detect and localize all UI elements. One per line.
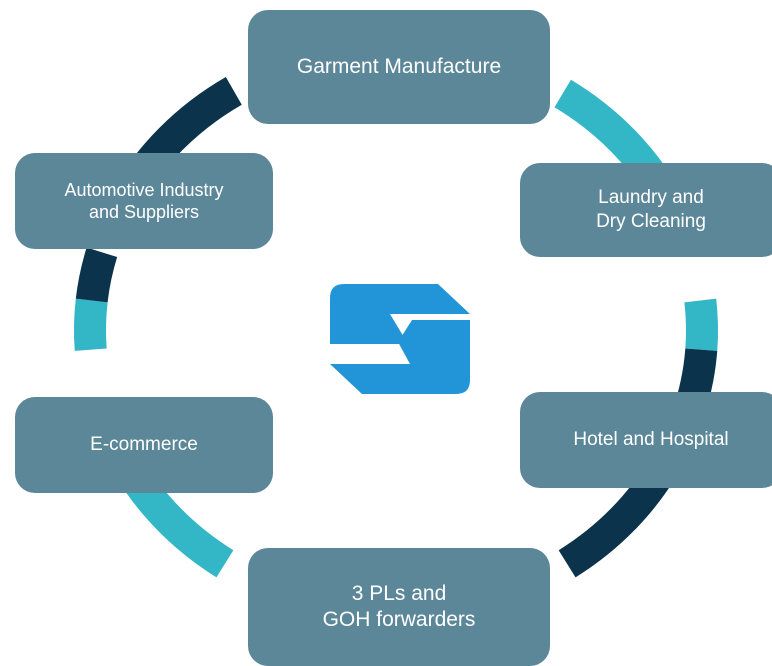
- s-logo-bottom-shape: [330, 320, 470, 394]
- node-hotel-hospital: Hotel and Hospital: [520, 392, 772, 488]
- node-3pls-goh-forwarders: 3 PLs and GOH forwarders: [248, 548, 550, 666]
- node-label-e-commerce: E-commerce: [90, 434, 198, 456]
- node-label-laundry-dry-cleaning: Laundry and Dry Cleaning: [596, 187, 706, 232]
- s-logo-icon: [330, 284, 470, 394]
- ring-segment-left-upper: [75, 247, 118, 303]
- ring-segment-left-lower: [74, 298, 108, 351]
- node-e-commerce: E-commerce: [15, 397, 273, 493]
- ring-segment-right-lower: [677, 348, 718, 403]
- node-label-3pls-goh-forwarders: 3 PLs and GOH forwarders: [322, 581, 476, 631]
- ring-segment-right-upper: [684, 298, 718, 351]
- node-label-automotive-industry: Automotive Industry and Suppliers: [64, 179, 224, 223]
- node-automotive-industry: Automotive Industry and Suppliers: [15, 153, 273, 249]
- node-label-garment-manufacture: Garment Manufacture: [296, 54, 502, 78]
- s-logo-top-shape: [330, 284, 470, 344]
- node-laundry-dry-cleaning: Laundry and Dry Cleaning: [520, 163, 772, 257]
- node-label-hotel-hospital: Hotel and Hospital: [573, 429, 729, 451]
- node-garment-manufacture: Garment Manufacture: [248, 10, 550, 124]
